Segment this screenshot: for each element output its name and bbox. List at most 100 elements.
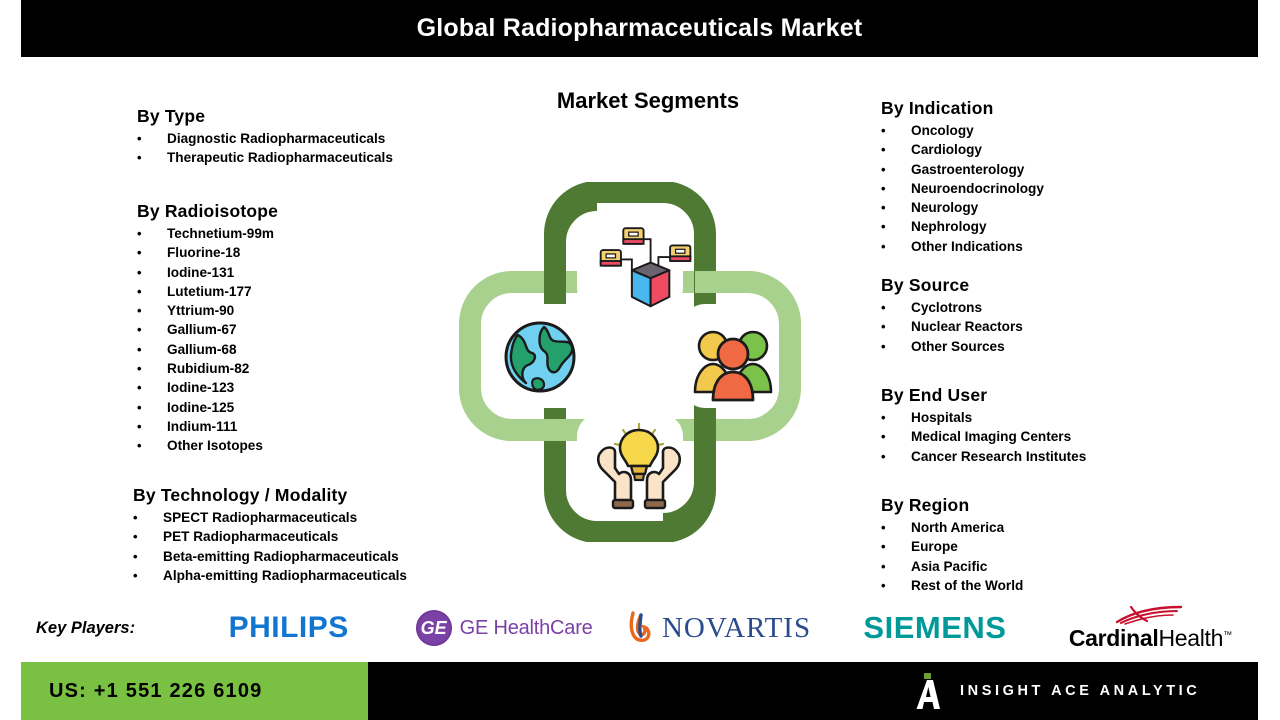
bullet-icon: • xyxy=(137,150,142,166)
list-item-label: Fluorine-18 xyxy=(167,245,241,261)
cardinal-swoosh-icon xyxy=(1116,605,1183,625)
list-item: •Beta-emitting Radiopharmaceuticals xyxy=(133,547,407,566)
list-item-label: Lutetium-177 xyxy=(167,283,252,299)
list-item-label: Neurology xyxy=(911,200,979,216)
list-item: •Europe xyxy=(881,537,1023,556)
section-by-indication: By Indication •Oncology•Cardiology•Gastr… xyxy=(881,98,1044,256)
section-by-radioisotope: By Radioisotope •Technetium-99m•Fluorine… xyxy=(137,201,278,456)
list-item-label: Other Isotopes xyxy=(167,438,263,454)
section-by-type: By Type •Diagnostic Radiopharmaceuticals… xyxy=(137,106,393,168)
section-list: • North America •Europe•Asia Pacific • Rest … xyxy=(881,518,1023,595)
list-item: • Yttrium-90 xyxy=(137,301,278,320)
insight-ace-logo-icon xyxy=(916,673,942,709)
list-item: • Hospitals xyxy=(881,408,1086,427)
bullet-icon: • xyxy=(137,283,142,299)
list-item-label: Asia Pacific xyxy=(911,558,988,574)
bullet-icon: • xyxy=(881,338,886,354)
bullet-icon: • xyxy=(881,219,886,235)
list-item-label: Gallium-68 xyxy=(167,341,237,357)
bullet-icon: • xyxy=(881,238,886,254)
list-item: • Cyclotrons xyxy=(881,298,1023,317)
list-item-label: Rest of the World xyxy=(911,577,1024,593)
bullet-icon: • xyxy=(137,303,142,319)
list-item-label: North America xyxy=(911,520,1005,535)
bullet-icon: • xyxy=(881,539,886,555)
novartis-logo-text: NOVARTIS xyxy=(661,611,812,644)
bullet-icon: • xyxy=(137,399,142,415)
bullet-icon: • xyxy=(133,548,138,564)
section-by-region: By Region •North America•Europe•Asia Pac… xyxy=(881,495,1023,595)
list-item-label: Oncology xyxy=(911,123,974,138)
list-item-label: Iodine-123 xyxy=(167,380,235,396)
list-item: •Neurology xyxy=(881,198,1044,217)
page-title: Global Radiopharmaceuticals Market xyxy=(416,14,863,42)
list-item: •Rubidium-82 xyxy=(137,359,278,378)
novartis-flame-icon xyxy=(629,611,651,642)
section-by-technology: By Technology / Modality •SPECT Radiopha… xyxy=(133,485,407,585)
novartis-logo: NOVARTIS xyxy=(612,609,827,647)
interlocking-rings-graphic xyxy=(459,182,801,542)
list-item: • Iodine-123 xyxy=(137,378,278,397)
bullet-icon: • xyxy=(137,438,142,454)
ring-weave-overlap xyxy=(459,271,801,441)
bullet-icon: • xyxy=(881,410,886,425)
ge-monogram-icon: GE xyxy=(415,610,452,646)
list-item-label: Indium-111 xyxy=(167,418,238,434)
section-heading: By Region xyxy=(881,495,970,515)
list-item: • Cardiology xyxy=(881,140,1044,159)
list-item: •Cancer Research Institutes xyxy=(881,447,1086,466)
bullet-icon: • xyxy=(881,520,886,535)
section-list: •Hospitals•Medical Imaging Centers•Cance… xyxy=(881,408,1086,466)
ge-healthcare-logo-text: GE HealthCare xyxy=(459,616,593,639)
brand-name: INSIGHT ACE ANALYTIC xyxy=(960,683,1201,699)
list-item: • Neuroendocrinology xyxy=(881,179,1044,198)
siemens-logo: SIEMENS xyxy=(827,610,1042,646)
list-item-label: Gastroenterology xyxy=(911,161,1025,177)
footer-phone-number: US: +1 551 226 6109 xyxy=(49,679,263,702)
list-item-label: Yttrium-90 xyxy=(167,303,235,319)
list-item: •Nuclear Reactors xyxy=(881,317,1023,336)
ring-weave-overlap-dark xyxy=(544,189,716,535)
list-item-label: Hospitals xyxy=(911,410,973,425)
globe-icon xyxy=(504,321,576,393)
bullet-icon: • xyxy=(881,300,886,315)
list-item-label: Therapeutic Radiopharmaceuticals xyxy=(167,150,393,166)
list-item: •Asia Pacific xyxy=(881,557,1023,576)
list-item: •Technetium-99m xyxy=(137,224,278,243)
ge-healthcare-logo: GE GE HealthCare xyxy=(396,610,611,646)
list-item-label: Alpha-emitting Radiopharmaceuticals xyxy=(163,567,407,583)
list-item-label: Neuroendocrinology xyxy=(911,180,1044,196)
list-item: •Iodine-131 xyxy=(137,263,278,282)
list-item: • Other Indications xyxy=(881,237,1044,256)
section-heading: By Radioisotope xyxy=(137,201,279,221)
bullet-icon: • xyxy=(137,380,142,396)
footer-brand-bar: INSIGHT ACE ANALYTIC xyxy=(368,662,1258,720)
key-players-strip: Key Players: PHILIPS GE GE HealthCare NO… xyxy=(21,598,1258,658)
bullet-icon: • xyxy=(137,322,142,338)
bullet-icon: • xyxy=(881,180,886,196)
list-item-label: Cardiology xyxy=(911,142,982,158)
list-item-label: Cyclotrons xyxy=(911,300,983,315)
list-item: •Gallium-68 xyxy=(137,340,278,359)
section-heading: By End User xyxy=(881,385,988,405)
bullet-icon: • xyxy=(881,429,886,445)
person-orange xyxy=(711,337,755,402)
section-list: •Oncology•Cardiology•Gastroenterology•Ne… xyxy=(881,121,1044,256)
hand-right xyxy=(643,446,682,510)
list-item-label: Other Indications xyxy=(911,238,1023,254)
bullet-icon: • xyxy=(137,245,142,261)
bullet-icon: • xyxy=(133,529,138,545)
bullet-icon: • xyxy=(137,226,142,241)
list-item: • Therapeutic Radiopharmaceuticals xyxy=(137,148,393,167)
list-item: •Gallium-67 xyxy=(137,320,278,339)
list-item: •Diagnostic Radiopharmaceuticals xyxy=(137,129,393,148)
cardinal-trademark: ™ xyxy=(1223,628,1232,639)
section-list: •Cyclotrons•Nuclear Reactors•Other Sourc… xyxy=(881,298,1023,356)
bullet-icon: • xyxy=(133,510,138,525)
bullet-icon: • xyxy=(881,142,886,158)
center-title: Market Segments xyxy=(0,88,1280,114)
people-group-icon xyxy=(693,330,773,402)
bullet-icon: • xyxy=(137,264,142,280)
section-list: •Technetium-99m•Fluorine-18•Iodine-131•L… xyxy=(137,224,278,456)
